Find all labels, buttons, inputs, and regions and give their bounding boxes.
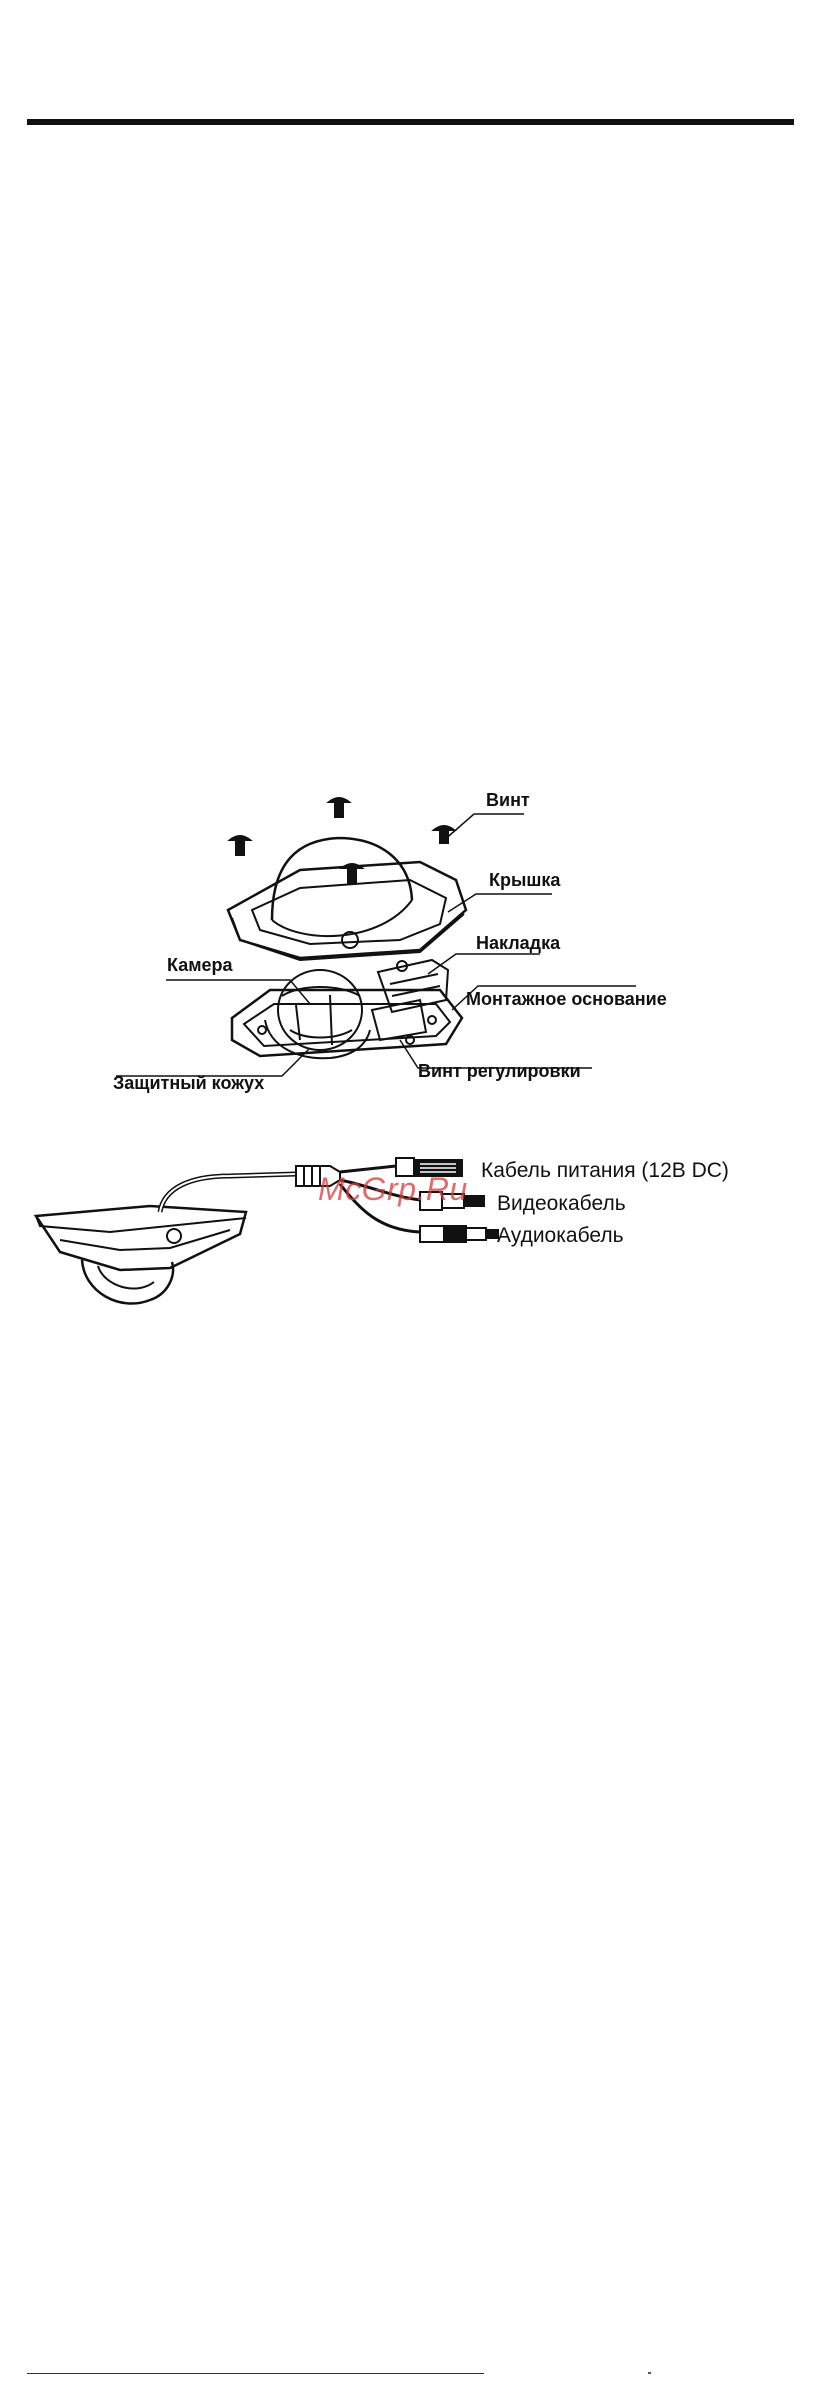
footer-mark <box>648 2372 651 2374</box>
watermark: McGrp.Ru <box>318 1171 468 1208</box>
label-video-cable: Видеокабель <box>497 1192 626 1216</box>
label-audio-cable: Аудиокабель <box>497 1224 624 1248</box>
camera-cables-diagram <box>0 0 823 1320</box>
label-power-cable: Кабель питания (12В DC) <box>481 1159 729 1183</box>
footer-rule <box>27 2373 484 2374</box>
